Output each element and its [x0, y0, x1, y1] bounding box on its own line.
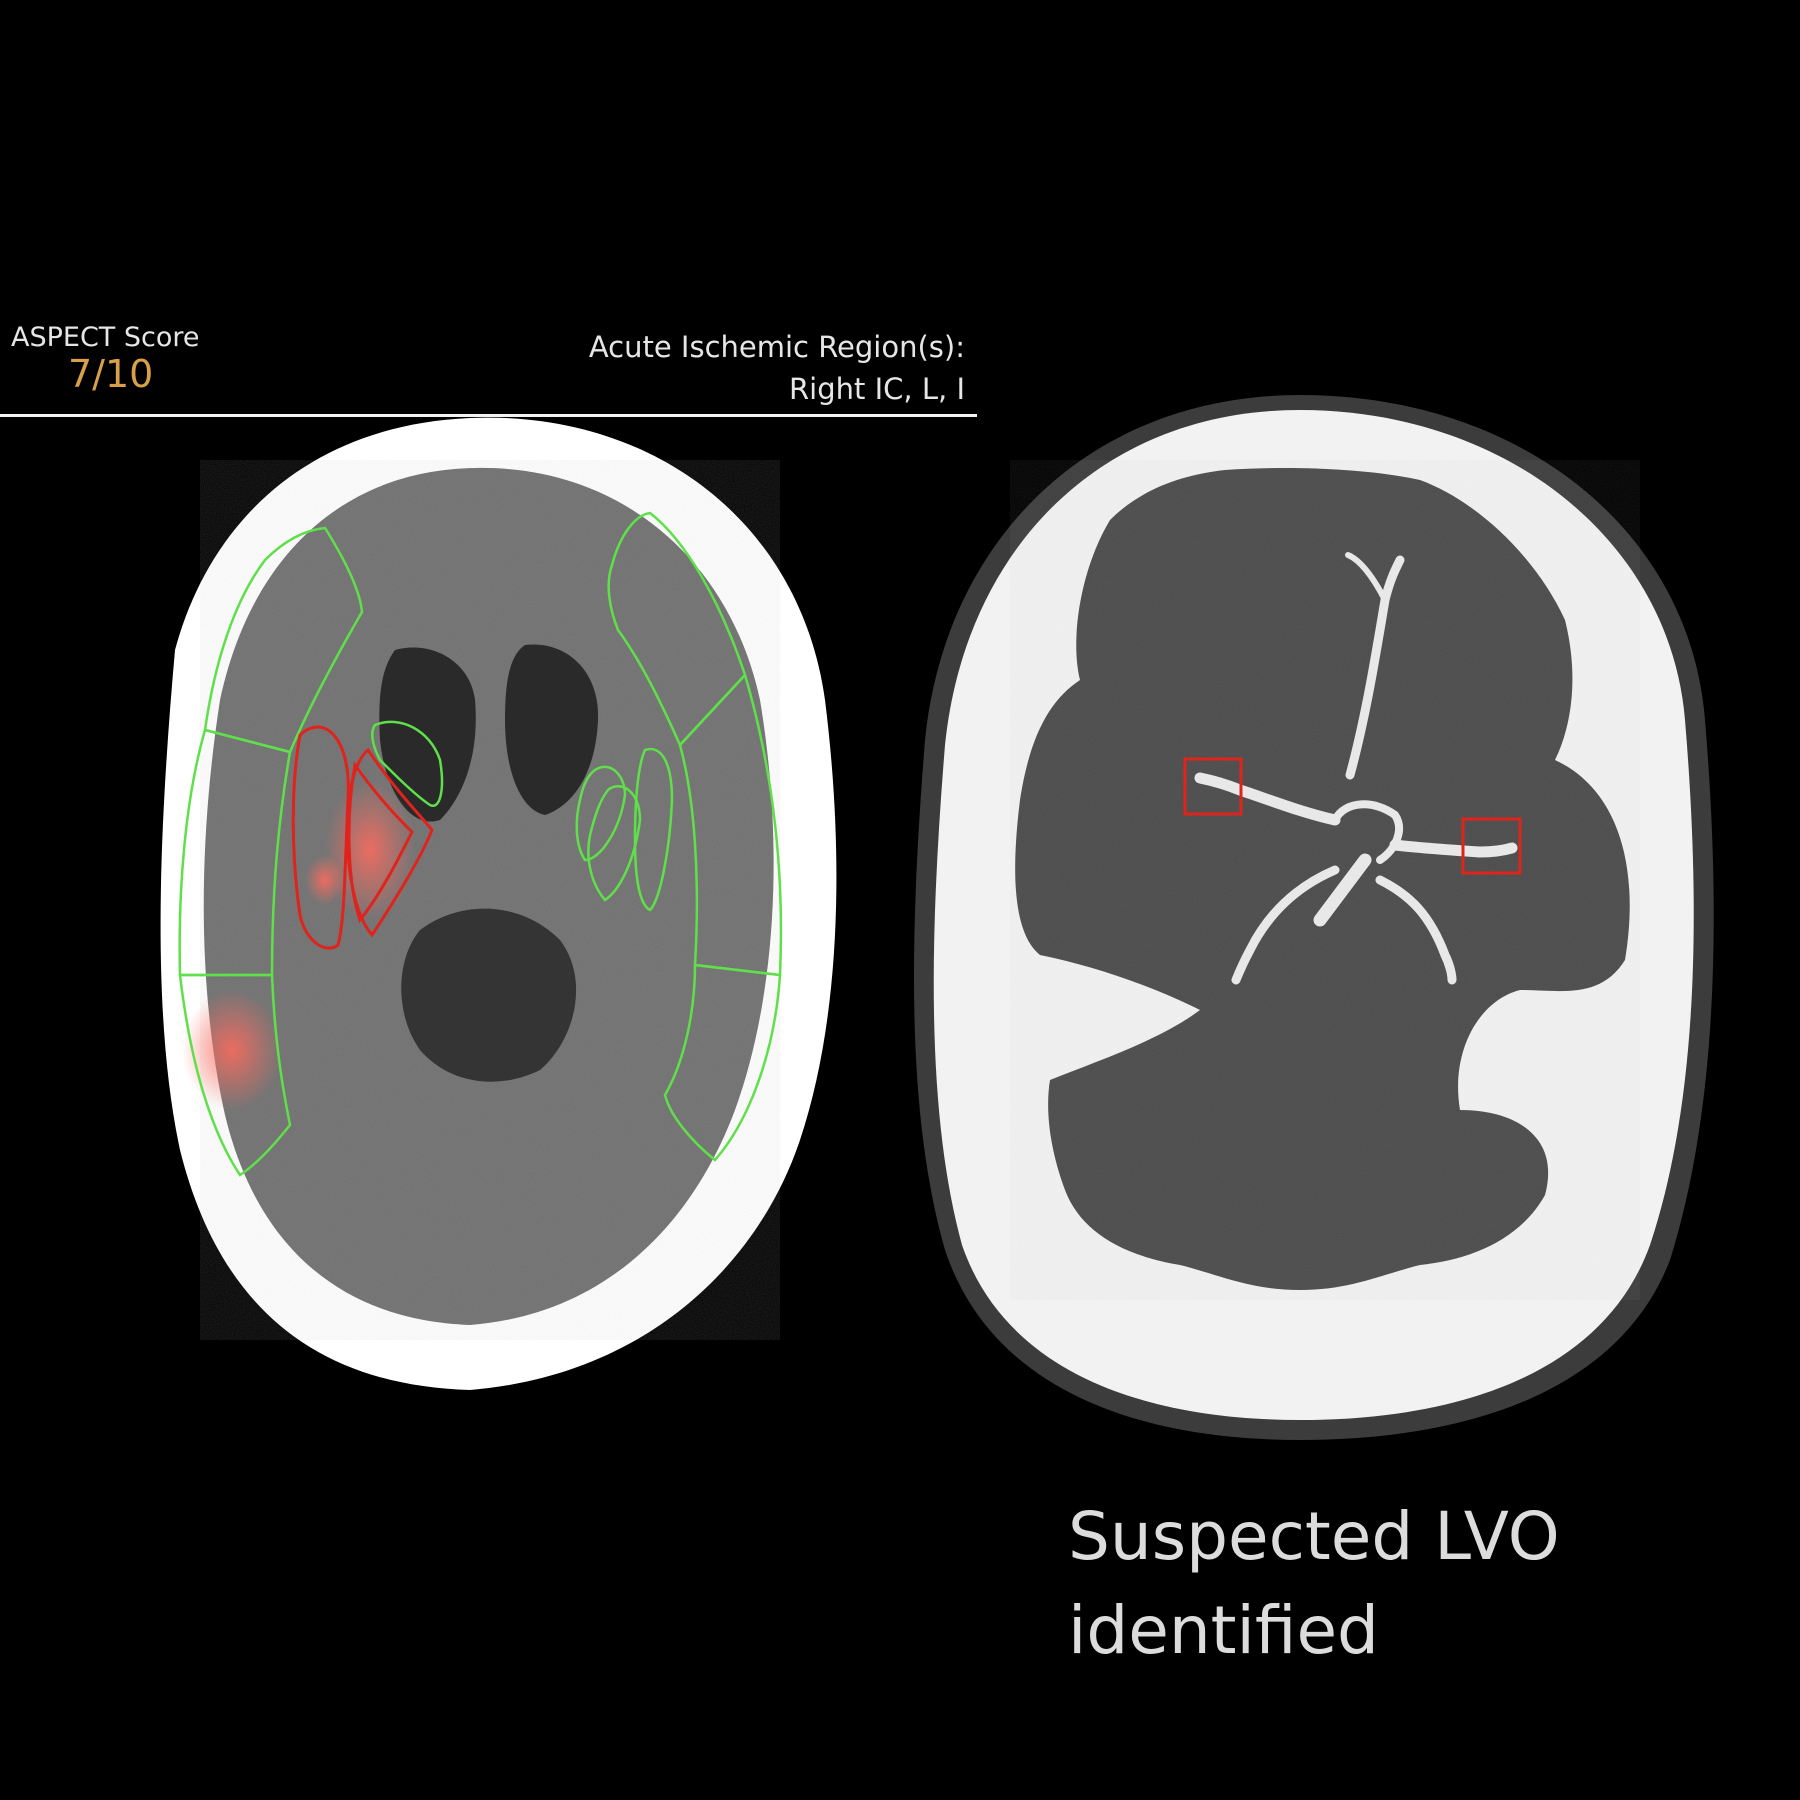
region-caudate-right-top: [371, 720, 444, 807]
aca-vessel-branch: [1345, 552, 1388, 603]
region-m2-left: [663, 963, 782, 1162]
ischemic-regions-title: Acute Ischemic Region(s):: [588, 330, 965, 364]
cta-scan: [913, 395, 1714, 1440]
aspects-outlines-normal: [178, 511, 783, 1177]
aspect-score-value: 7/10: [68, 352, 154, 396]
lvo-box-left: [1461, 817, 1522, 875]
aspect-score-label: ASPECT Score: [11, 322, 200, 353]
lvo-caption-line1: Suspected LVO: [1068, 1498, 1560, 1575]
region-m4-left: [678, 672, 783, 977]
mca-left-vessel: [1389, 839, 1518, 858]
region-m2-right: [178, 973, 292, 1177]
pca-vessel-right: [1231, 865, 1340, 985]
ncct-scan: [160, 417, 837, 1391]
ventricle-right: [505, 644, 599, 815]
aspects-outlines-ischemic: [291, 725, 434, 950]
circle-of-willis: [1331, 800, 1403, 864]
third-ventricle: [401, 908, 577, 1082]
ncct-texture: [200, 460, 780, 1340]
region-caudate-left: [575, 765, 627, 862]
aca-vessel: [1345, 555, 1405, 780]
ischemic-regions-value: Right IC, L, I: [789, 372, 965, 406]
ventricle-left: [379, 647, 476, 822]
region-insula-right: [347, 761, 414, 924]
lvo-caption: Suspected LVO identified: [1068, 1490, 1560, 1678]
cta-texture: [1010, 460, 1640, 1300]
region-ic-right: [291, 725, 350, 950]
infarct-insula-glow: [182, 990, 282, 1110]
infarct-caudate-glow: [305, 855, 345, 905]
header-divider: [0, 414, 977, 417]
pca-vessel-left: [1375, 875, 1457, 985]
basilar-vessel: [1313, 853, 1372, 927]
region-m1-left: [607, 511, 747, 748]
lvo-caption-line2: identified: [1068, 1592, 1379, 1669]
region-ic-left: [633, 747, 674, 912]
lvo-box-right: [1183, 757, 1243, 816]
